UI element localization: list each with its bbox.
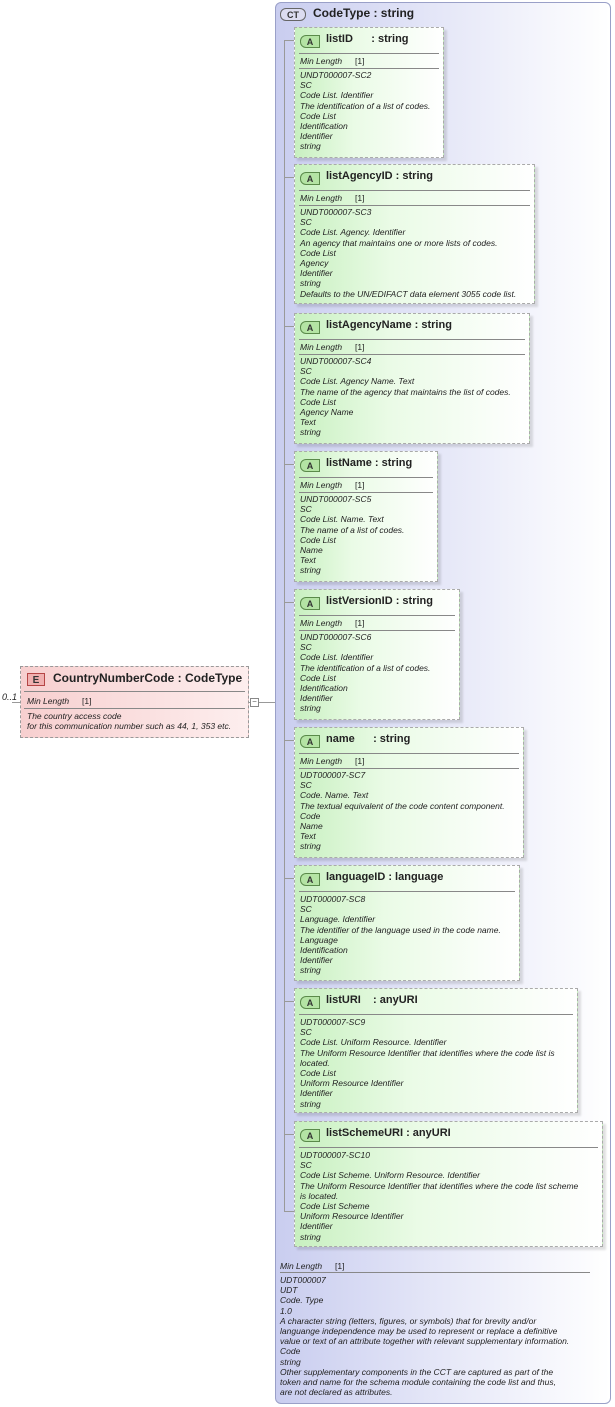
connector xyxy=(284,40,294,41)
attribute-name: listVersionID : string xyxy=(326,595,433,607)
attribute-documentation: UNDT000007-SC4 SC Code List. Agency Name… xyxy=(300,356,511,438)
attribute-badge: A xyxy=(300,735,320,748)
connector xyxy=(284,326,294,327)
facet-value: [1] xyxy=(355,56,365,66)
attribute-badge: A xyxy=(300,996,320,1009)
divider xyxy=(299,891,515,892)
facet-value: [1] xyxy=(355,193,365,203)
divider xyxy=(299,205,530,206)
attribute-badge: A xyxy=(300,35,320,48)
facet-label: Min Length xyxy=(300,56,343,66)
attribute-name: listID : string xyxy=(326,33,409,45)
attribute-listAgencyName[interactable]: A listAgencyName : string Min Length [1]… xyxy=(294,313,530,444)
facet-label: Min Length xyxy=(300,480,343,490)
attribute-name: listName : string xyxy=(326,457,413,469)
divider xyxy=(24,691,245,692)
attribute-documentation: UNDT000007-SC5 SC Code List. Name. Text … xyxy=(300,494,405,576)
attribute-documentation: UDT000007-SC10 SC Code List Scheme. Unif… xyxy=(300,1150,579,1242)
attribute-documentation: UNDT000007-SC6 SC Code List. Identifier … xyxy=(300,632,431,714)
occurrence-label: 0..1 xyxy=(2,692,18,702)
divider xyxy=(299,1147,598,1148)
attribute-listSchemeURI[interactable]: A listSchemeURI : anyURI UDT000007-SC10 … xyxy=(294,1121,603,1247)
facet-value: [1] xyxy=(335,1261,345,1271)
attribute-name: languageID : language xyxy=(326,871,444,883)
element-title: CountryNumberCode : CodeType xyxy=(53,671,243,685)
attribute-listName[interactable]: A listName : string Min Length [1] UNDT0… xyxy=(294,451,438,582)
divider xyxy=(280,1272,590,1273)
divider xyxy=(299,753,519,754)
connector xyxy=(12,702,20,703)
collapse-toggle-icon[interactable]: − xyxy=(250,698,259,707)
attribute-documentation: UNDT000007-SC2 SC Code List. Identifier … xyxy=(300,70,431,152)
divider xyxy=(299,68,439,69)
attribute-name[interactable]: A name : string Min Length [1] UDT000007… xyxy=(294,727,524,858)
facet-value: [1] xyxy=(355,756,365,766)
attribute-name: listSchemeURI : anyURI xyxy=(326,1127,451,1139)
divider xyxy=(299,630,455,631)
facet-label: Min Length xyxy=(300,342,343,352)
connector xyxy=(284,1001,294,1002)
connector xyxy=(284,878,294,879)
facet-label: Min Length xyxy=(300,193,343,203)
element-badge: E xyxy=(27,673,45,686)
attribute-documentation: UDT000007-SC9 SC Code List. Uniform Reso… xyxy=(300,1017,555,1109)
complex-type-title: CodeType : string xyxy=(313,6,415,20)
divider xyxy=(299,477,433,478)
attribute-documentation: UDT000007-SC7 SC Code. Name. Text The te… xyxy=(300,770,505,852)
attribute-listID[interactable]: A listID : string Min Length [1] UNDT000… xyxy=(294,27,444,158)
facet-value: [1] xyxy=(355,480,365,490)
facet-label: Min Length xyxy=(27,696,70,706)
attribute-badge: A xyxy=(300,873,320,886)
divider xyxy=(24,708,245,709)
connector xyxy=(284,177,294,178)
divider xyxy=(299,354,525,355)
facet-value: [1] xyxy=(355,618,365,628)
complex-type-badge: CT xyxy=(280,8,306,21)
divider xyxy=(299,615,455,616)
attribute-badge: A xyxy=(300,172,320,185)
attribute-badge: A xyxy=(300,459,320,472)
divider xyxy=(299,1014,573,1015)
attribute-name: listAgencyID : string xyxy=(326,170,433,182)
facet-label: Min Length xyxy=(300,618,343,628)
attribute-badge: A xyxy=(300,597,320,610)
complex-type-documentation: UDT000007 UDT Code. Type 1.0 A character… xyxy=(280,1275,570,1398)
facet-label: Min Length xyxy=(300,756,343,766)
facet-value: [1] xyxy=(82,696,92,706)
attribute-listAgencyID[interactable]: A listAgencyID : string Min Length [1] U… xyxy=(294,164,535,304)
divider xyxy=(299,53,439,54)
divider xyxy=(299,492,433,493)
divider xyxy=(299,339,525,340)
connector xyxy=(284,1211,294,1212)
facet-value: [1] xyxy=(355,342,365,352)
connector xyxy=(284,740,294,741)
attribute-name: name : string xyxy=(326,733,411,745)
attribute-badge: A xyxy=(300,321,320,334)
attribute-documentation: UNDT000007-SC3 SC Code List. Agency. Ide… xyxy=(300,207,517,299)
attribute-badge: A xyxy=(300,1129,320,1142)
element-box[interactable] xyxy=(20,666,249,738)
attribute-name: listURI : anyURI xyxy=(326,994,418,1006)
attribute-documentation: UDT000007-SC8 SC Language. Identifier Th… xyxy=(300,894,501,976)
element-documentation: The country access code for this communi… xyxy=(27,711,232,732)
attribute-connector-line xyxy=(284,40,285,1212)
attribute-listURI[interactable]: A listURI : anyURI UDT000007-SC9 SC Code… xyxy=(294,988,578,1113)
attribute-name: listAgencyName : string xyxy=(326,319,452,331)
attribute-listVersionID[interactable]: A listVersionID : string Min Length [1] … xyxy=(294,589,460,720)
attribute-languageID[interactable]: A languageID : language UDT000007-SC8 SC… xyxy=(294,865,520,981)
connector xyxy=(284,602,294,603)
divider xyxy=(299,768,519,769)
divider xyxy=(299,190,530,191)
connector xyxy=(284,1134,294,1135)
connector xyxy=(284,464,294,465)
facet-label: Min Length xyxy=(280,1261,323,1271)
type-connector xyxy=(249,702,275,703)
